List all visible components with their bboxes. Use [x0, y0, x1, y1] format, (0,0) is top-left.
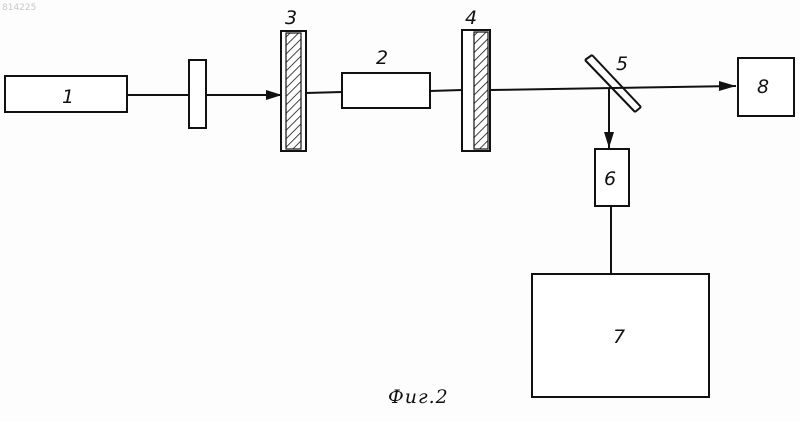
recorder-label: 7	[613, 326, 625, 348]
beam-splitter-label: 5	[616, 53, 628, 75]
detector-label: 6	[604, 168, 616, 190]
document-number: 814225	[2, 3, 36, 13]
mirror-right-hatch	[474, 32, 488, 149]
laser-label: 1	[62, 86, 74, 108]
mirror-left-label: 3	[285, 7, 297, 29]
beam-splitter	[585, 55, 641, 112]
beam-down-arrow	[604, 132, 614, 148]
beam-arrow-1	[266, 90, 282, 100]
beam-segment-3	[430, 90, 462, 91]
lens-plate	[189, 60, 206, 128]
sample-label: 2	[376, 47, 388, 69]
beam-segment-2	[306, 92, 342, 93]
mirror-left-hatch	[286, 33, 301, 149]
beam-arrow-2	[719, 81, 736, 91]
mirror-right-label: 4	[465, 7, 477, 29]
output-detector-label: 8	[757, 76, 769, 98]
figure-caption: Фиг.2	[388, 386, 449, 408]
sample-cell	[342, 73, 430, 108]
